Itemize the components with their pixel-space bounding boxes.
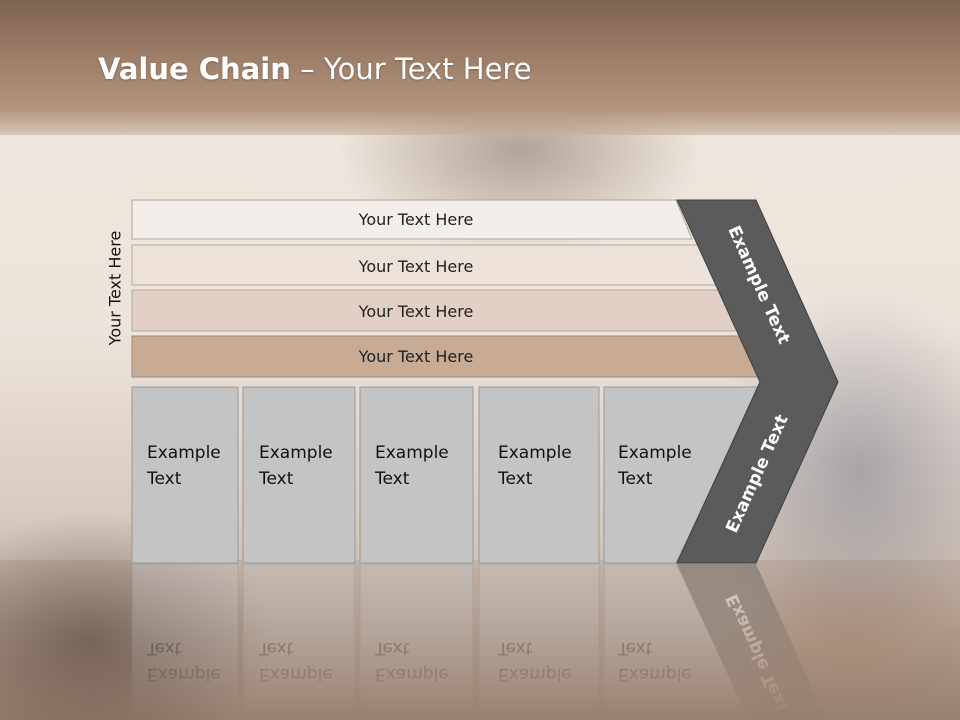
- slide-title-rest: – Your Text Here: [290, 52, 532, 86]
- cell-5: Example Text: [603, 386, 761, 564]
- row-4: Your Text Here: [131, 335, 765, 378]
- cell-2-line1: Example: [259, 443, 333, 463]
- reflection-cell-1: [131, 563, 239, 720]
- reflection-cell-4: [478, 563, 600, 720]
- row-1-shape: [131, 199, 693, 240]
- diagram-main: Your Text Here Your Text Here Your Text …: [131, 199, 839, 564]
- slide-title-bold: Value Chain: [98, 52, 291, 86]
- reflection-cell-3-line2: Text: [374, 638, 410, 658]
- reflection-cell-5-line1: Example: [618, 664, 692, 684]
- reflection-cell-4-line1: Example: [498, 664, 572, 684]
- reflection-cell-2-line2: Text: [258, 638, 294, 658]
- row-3-label: Your Text Here: [358, 302, 474, 321]
- cell-1-line2: Text: [146, 469, 182, 489]
- cell-5-shape: [603, 386, 761, 564]
- title-band: [0, 0, 960, 135]
- cell-1-line1: Example: [147, 443, 221, 463]
- reflection-cell-1-line2: Text: [146, 638, 182, 658]
- diagram-reflection: Example Text Example Text Example Text E…: [131, 563, 827, 720]
- row-3: Your Text Here: [131, 289, 741, 332]
- row-4-label: Your Text Here: [358, 347, 474, 366]
- row-1: Your Text Here: [131, 199, 693, 240]
- cell-1: Example Text: [131, 386, 239, 564]
- reflection-cell-5-line2: Text: [617, 638, 653, 658]
- cell-3-line1: Example: [375, 443, 449, 463]
- row-1-label: Your Text Here: [358, 210, 474, 229]
- cell-4-line1: Example: [498, 443, 572, 463]
- reflection-cell-5: [603, 563, 752, 720]
- cell-4: Example Text: [478, 386, 600, 564]
- chevron-arrow-shape: [676, 199, 839, 564]
- reflection-cell-3: [359, 563, 474, 720]
- reflection-cell-2-line1: Example: [259, 664, 333, 684]
- reflection-cell-4-line2: Text: [497, 638, 533, 658]
- cell-3: Example Text: [359, 386, 474, 564]
- cell-3-line2: Text: [374, 469, 410, 489]
- cell-4-line2: Text: [497, 469, 533, 489]
- slide-title: Value Chain – Your Text Here: [98, 52, 532, 86]
- cell-2-line2: Text: [258, 469, 294, 489]
- cell-5-line2: Text: [617, 469, 653, 489]
- reflection-chevron: [677, 564, 827, 720]
- cell-5-line1: Example: [618, 443, 692, 463]
- cell-1-shape: [131, 386, 239, 564]
- cell-4-shape: [478, 386, 600, 564]
- cell-2-shape: [242, 386, 356, 564]
- reflection-cell-3-line1: Example: [375, 664, 449, 684]
- reflection-cell-1-line1: Example: [147, 664, 221, 684]
- cell-2: Example Text: [242, 386, 356, 564]
- row-2: Your Text Here: [131, 244, 717, 286]
- row-2-label: Your Text Here: [358, 257, 474, 276]
- reflection-cell-2: [242, 563, 356, 720]
- cell-3-shape: [359, 386, 474, 564]
